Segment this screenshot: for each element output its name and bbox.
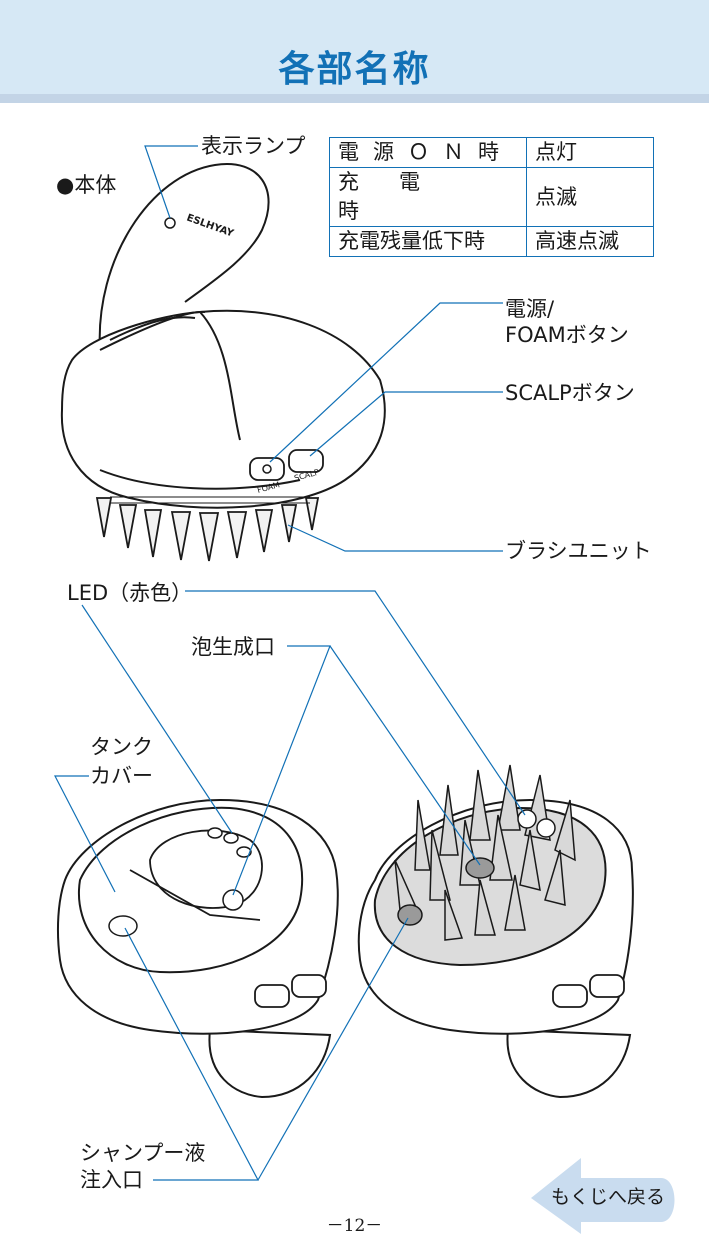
- header-divider: [0, 94, 709, 103]
- device-left-handle: [208, 1028, 332, 1099]
- leader-line-led-right: [185, 590, 526, 816]
- section-label-main-unit: ●本体: [56, 173, 117, 197]
- leader-line-brush-unit: [287, 524, 503, 552]
- back-arrow-icon: [531, 1158, 675, 1234]
- table-cell-state: 電源ＯＮ時: [329, 137, 527, 168]
- indicator-lamp-icon: [164, 217, 176, 229]
- table-cell-behavior: 高速点滅: [526, 226, 654, 257]
- label-tank-cover-line2: カバー: [90, 764, 153, 788]
- scalp-button[interactable]: [288, 449, 324, 473]
- label-shampoo-inlet-line1: シャンプー液: [80, 1141, 206, 1165]
- label-foam-outlet: 泡生成口: [191, 635, 275, 659]
- lamp-status-table: 電源ＯＮ時 点灯 充電時 点滅 充電残量低下時 高速点滅: [329, 137, 654, 257]
- label-scalp-button: SCALPボタン: [505, 381, 635, 405]
- leader-line-scalp-button: [309, 391, 503, 457]
- table-cell-behavior: 点滅: [526, 167, 654, 227]
- table-row: 充電時 点滅: [329, 167, 654, 227]
- leader-line-indicator-lamp: [144, 145, 198, 219]
- page-number: －12－: [326, 1216, 383, 1236]
- leader-line-led-left: [81, 604, 233, 834]
- table-cell-state: 充電残量低下時: [329, 226, 527, 257]
- leader-line-shampoo-right: [257, 917, 409, 1181]
- power-foam-button[interactable]: [249, 457, 285, 481]
- label-indicator-lamp: 表示ランプ: [201, 134, 306, 158]
- leader-line-tank-cover: [54, 775, 116, 893]
- page-header: [0, 0, 709, 98]
- label-power-button-line2: FOAMボタン: [505, 323, 629, 347]
- right-device-buttons: [552, 974, 625, 1008]
- label-tank-cover-line1: タンク: [90, 735, 153, 759]
- back-to-contents-button[interactable]: もくじへ戻る: [531, 1152, 681, 1234]
- left-device-buttons: [254, 974, 327, 1008]
- device-head-outline: [98, 163, 270, 351]
- back-button-label: もくじへ戻る: [551, 1186, 666, 1208]
- leader-line-foam-right: [329, 645, 481, 866]
- page-title: 各部名称: [278, 49, 431, 90]
- table-row: 充電残量低下時 高速点滅: [329, 226, 654, 257]
- label-power-button-line1: 電源/: [505, 297, 555, 321]
- label-brush-unit: ブラシユニット: [505, 539, 652, 563]
- device-right-handle: [506, 1028, 632, 1099]
- leader-line-power-button: [269, 302, 503, 463]
- label-shampoo-inlet-line2: 注入口: [80, 1168, 143, 1192]
- label-led: LED（赤色）: [67, 581, 193, 605]
